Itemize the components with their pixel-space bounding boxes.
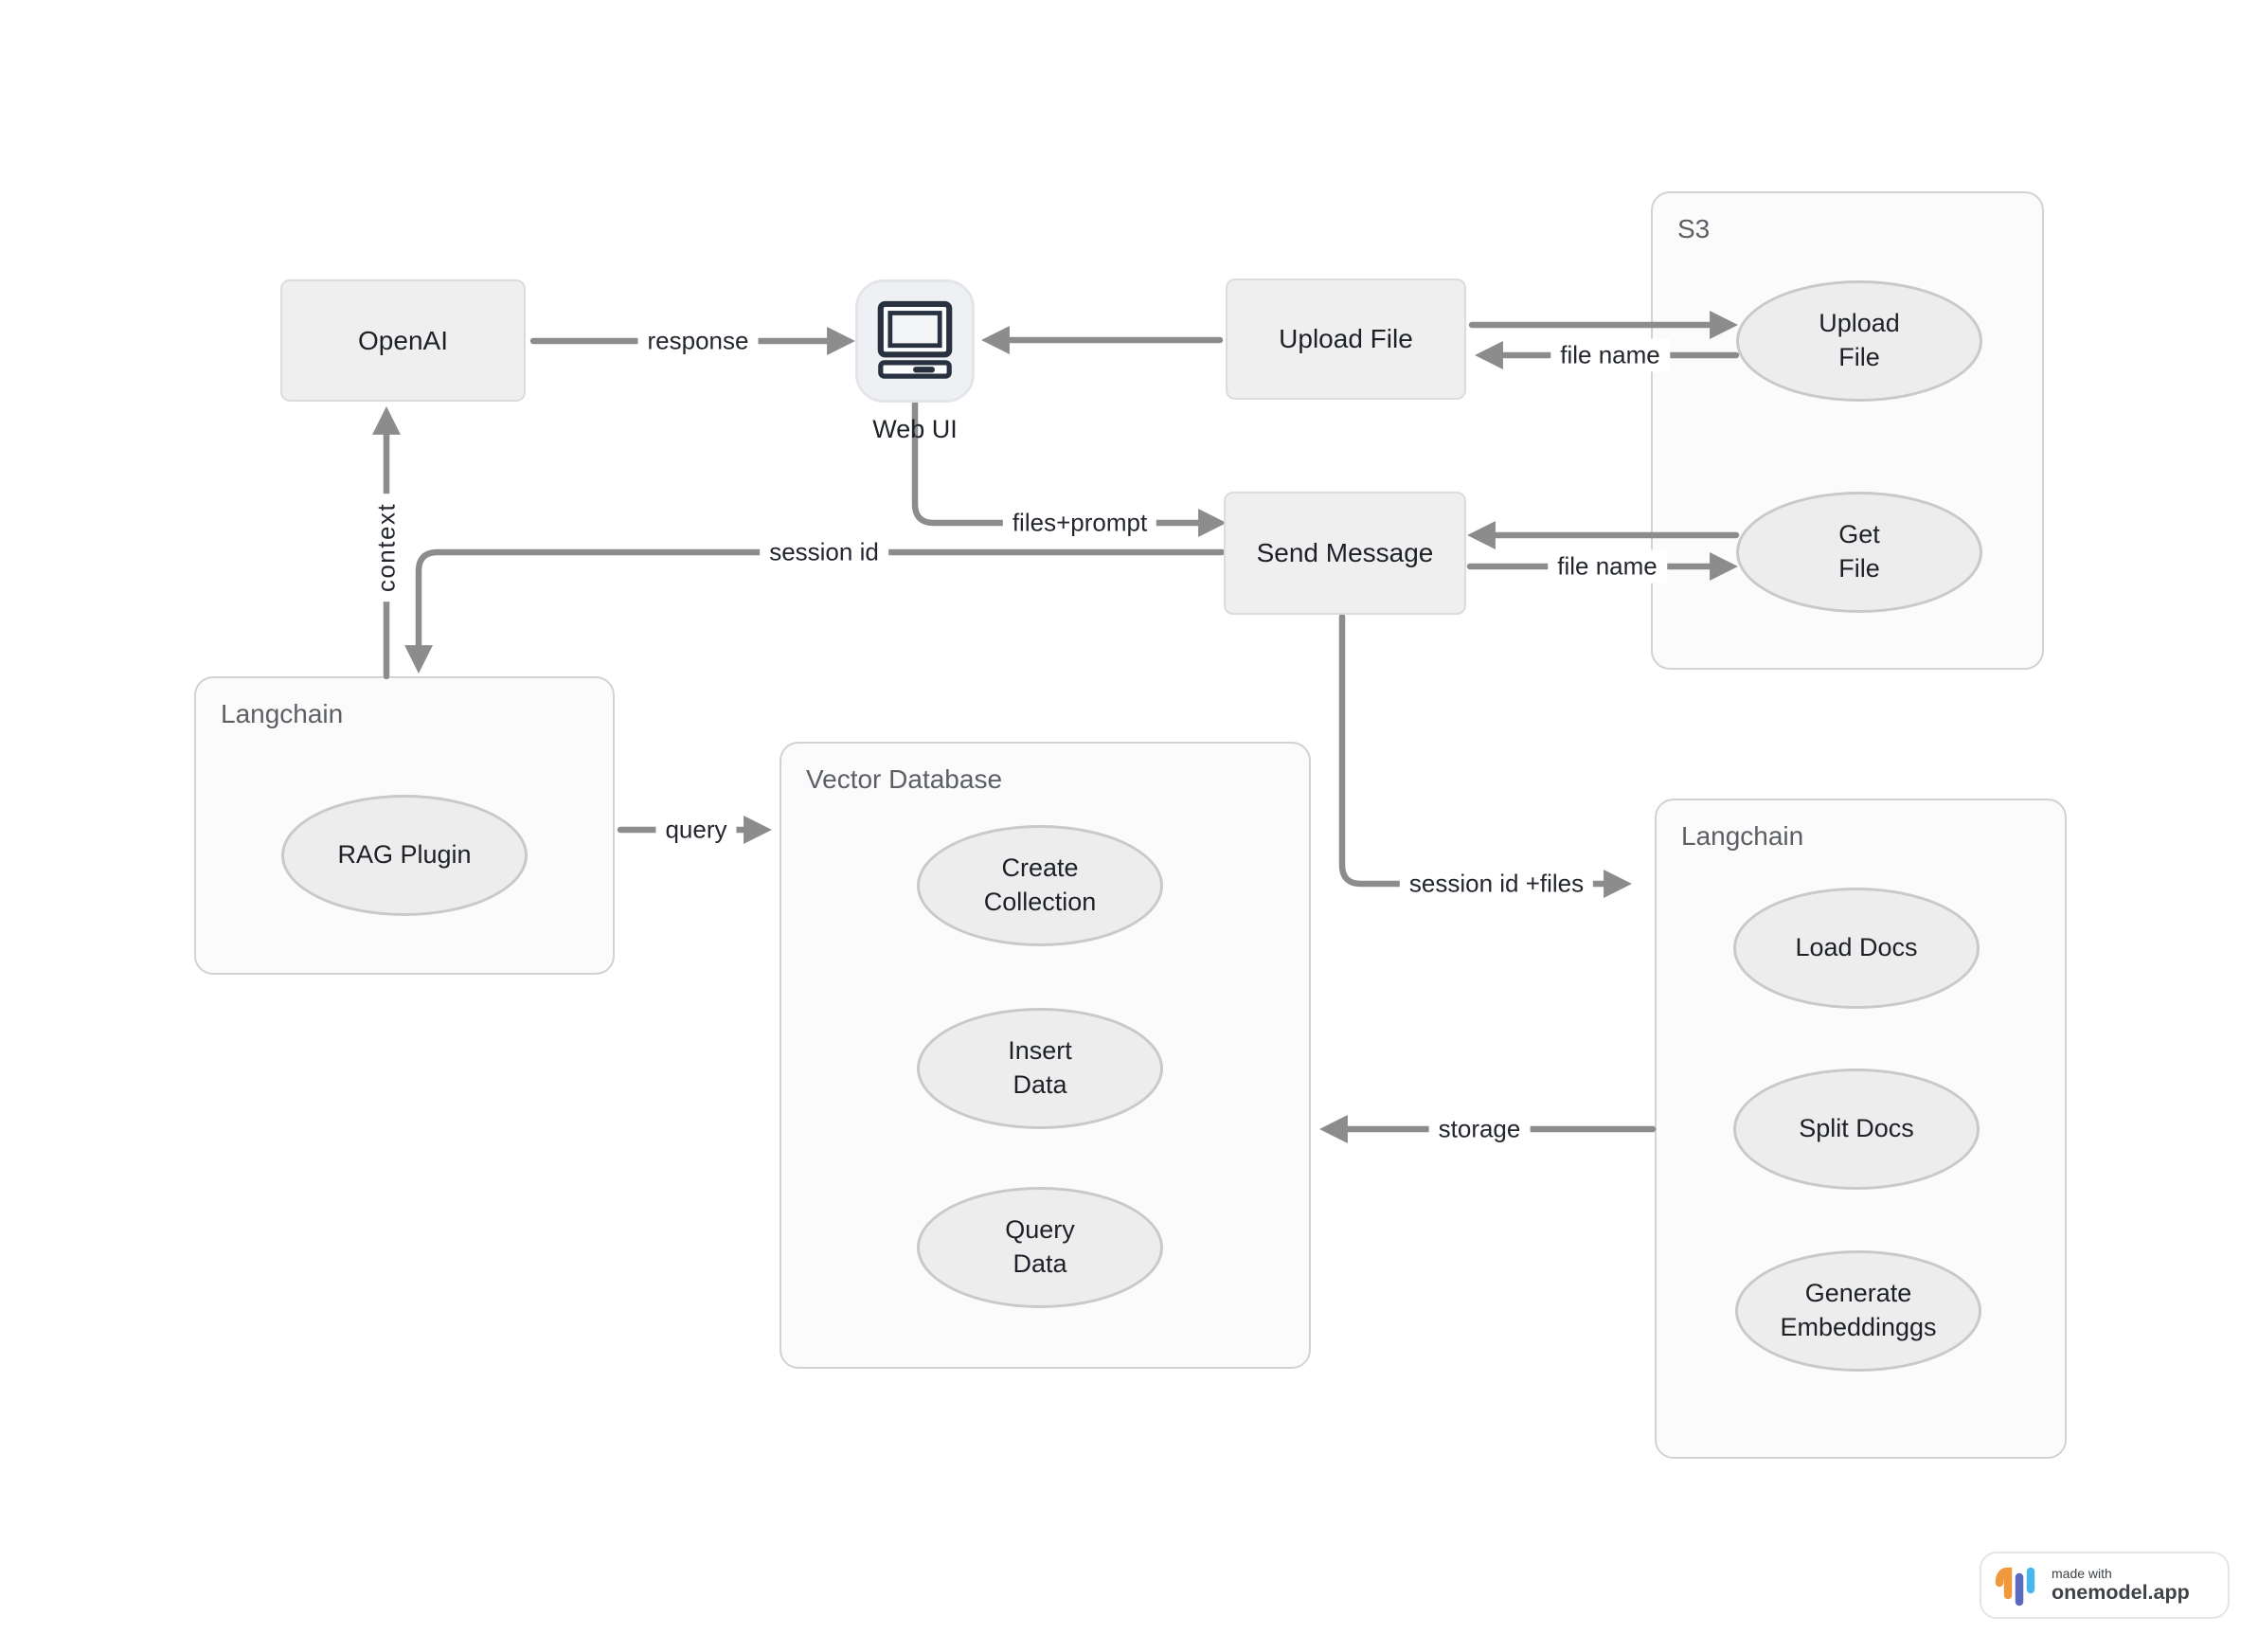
group-langchain-right-label: Langchain: [1681, 821, 1804, 851]
node-web-ui-label: Web UI: [872, 415, 958, 443]
process-generate-embeddings: Generate Embeddinggs: [1735, 1250, 1981, 1372]
group-langchain-left-label: Langchain: [221, 699, 344, 728]
edge-label-files-prompt: files+prompt: [1002, 506, 1157, 540]
onemodel-logo-icon: [1995, 1567, 2035, 1606]
process-s3-upload-file: Upload File: [1736, 280, 1982, 402]
edge-label-session-id: session id: [760, 535, 888, 569]
edge-label-storage: storage: [1428, 1112, 1531, 1146]
edge-label-response: response: [637, 324, 759, 358]
node-openai: OpenAI: [280, 279, 526, 402]
badge-text: made with onemodel.app: [2052, 1565, 2190, 1605]
process-rag-plugin: RAG Plugin: [281, 795, 528, 916]
process-query-data: Query Data: [917, 1187, 1163, 1308]
edge-label-session-id-files: session id +files: [1399, 867, 1594, 901]
onemodel-badge-link[interactable]: made with onemodel.app: [1980, 1552, 2230, 1619]
edge-sendmessage-to-langchain-sessionid: [404, 548, 1226, 673]
process-create-collection: Create Collection: [917, 825, 1163, 946]
node-upload-file: Upload File: [1226, 278, 1466, 400]
edge-webui-to-sendmessage-filesprompt: [911, 399, 1227, 537]
badge-made-with: made with: [2052, 1565, 2112, 1581]
group-vector-database-label: Vector Database: [806, 764, 1003, 794]
edge-label-file-name-get: file name: [1548, 549, 1667, 584]
node-web-ui: [855, 279, 975, 403]
process-insert-data: Insert Data: [917, 1008, 1163, 1129]
node-send-message: Send Message: [1224, 492, 1466, 615]
process-s3-get-file: Get File: [1736, 492, 1982, 613]
group-s3-label: S3: [1677, 214, 1711, 243]
edge-label-query: query: [655, 813, 737, 847]
edge-sendmessage-to-langchain2-sessionidfiles: [1338, 613, 1632, 898]
edge-label-file-name-upload: file name: [1550, 338, 1670, 372]
process-split-docs: Split Docs: [1733, 1068, 1980, 1190]
badge-brand: onemodel.app: [2052, 1581, 2190, 1605]
edge-label-context: context: [369, 493, 403, 602]
computer-monitor-icon: [877, 300, 953, 379]
process-load-docs: Load Docs: [1733, 888, 1980, 1009]
